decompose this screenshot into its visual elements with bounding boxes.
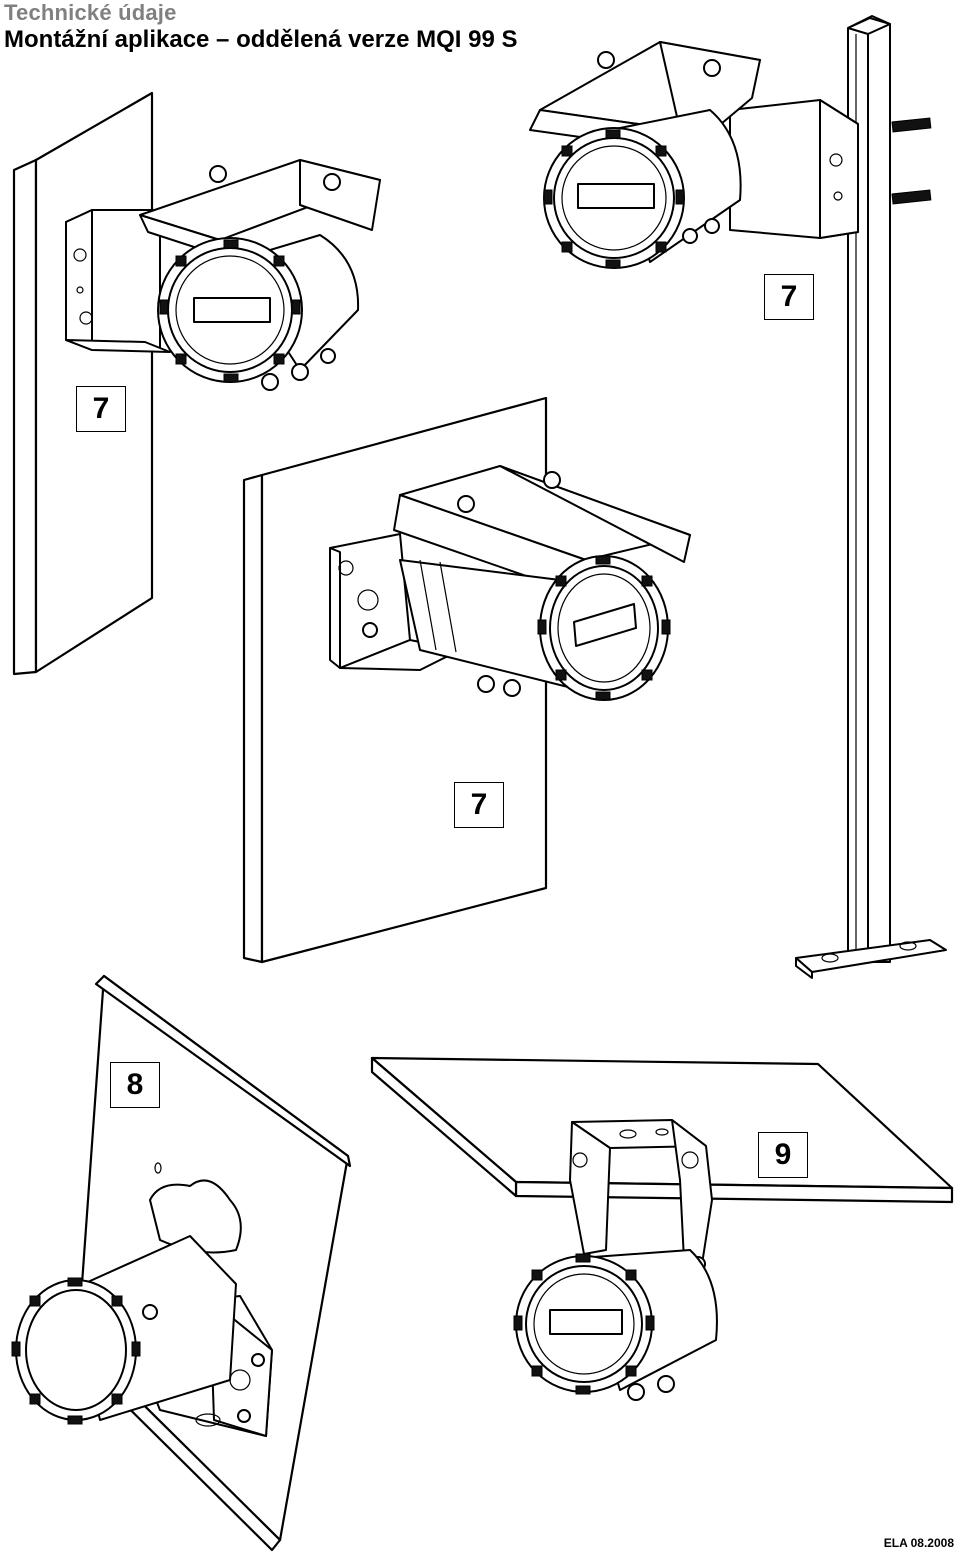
callout-ceiling: 9 <box>758 1132 808 1178</box>
callout-angled-wall: 8 <box>110 1062 160 1108</box>
callout-pipe: 7 <box>764 274 814 320</box>
wall-mount-illustration-left <box>12 91 381 676</box>
callout-wall-left: 7 <box>76 386 126 432</box>
angled-wall-mount-illustration <box>11 974 352 1552</box>
page-header: Technické údaje Montážní aplikace – oddě… <box>4 0 518 54</box>
ceiling-mount-illustration <box>370 1056 954 1401</box>
document-code: ELA 08.2008 <box>883 1536 954 1550</box>
section-title: Technické údaje <box>4 0 177 25</box>
wall-mount-illustration-center <box>242 396 691 964</box>
callout-wall-center: 7 <box>454 782 504 828</box>
page-title: Montážní aplikace – oddělená verze MQI 9… <box>4 26 518 53</box>
pipe-mount-illustration <box>529 15 947 979</box>
